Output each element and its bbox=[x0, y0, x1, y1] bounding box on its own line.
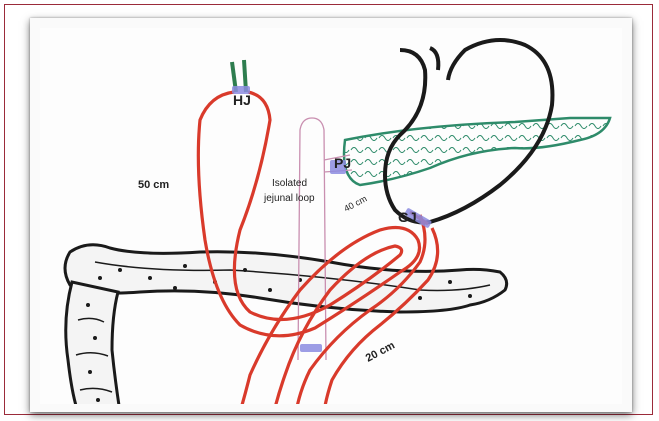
length-20-label: 20 cm bbox=[364, 339, 397, 364]
isolated-loop-marker bbox=[300, 344, 322, 352]
isolated-loop-label-line2: jejunal loop bbox=[263, 193, 315, 204]
hj-label: HJ bbox=[233, 92, 251, 108]
isolated-loop-label-line1: Isolated bbox=[272, 178, 307, 189]
transverse-colon bbox=[65, 245, 507, 312]
length-50-label: 50 cm bbox=[138, 179, 169, 191]
ascending-colon bbox=[66, 282, 120, 412]
gj-label: GJ bbox=[398, 209, 417, 225]
length-40-label: 40 cm bbox=[342, 193, 368, 213]
pj-label: PJ bbox=[334, 155, 351, 171]
